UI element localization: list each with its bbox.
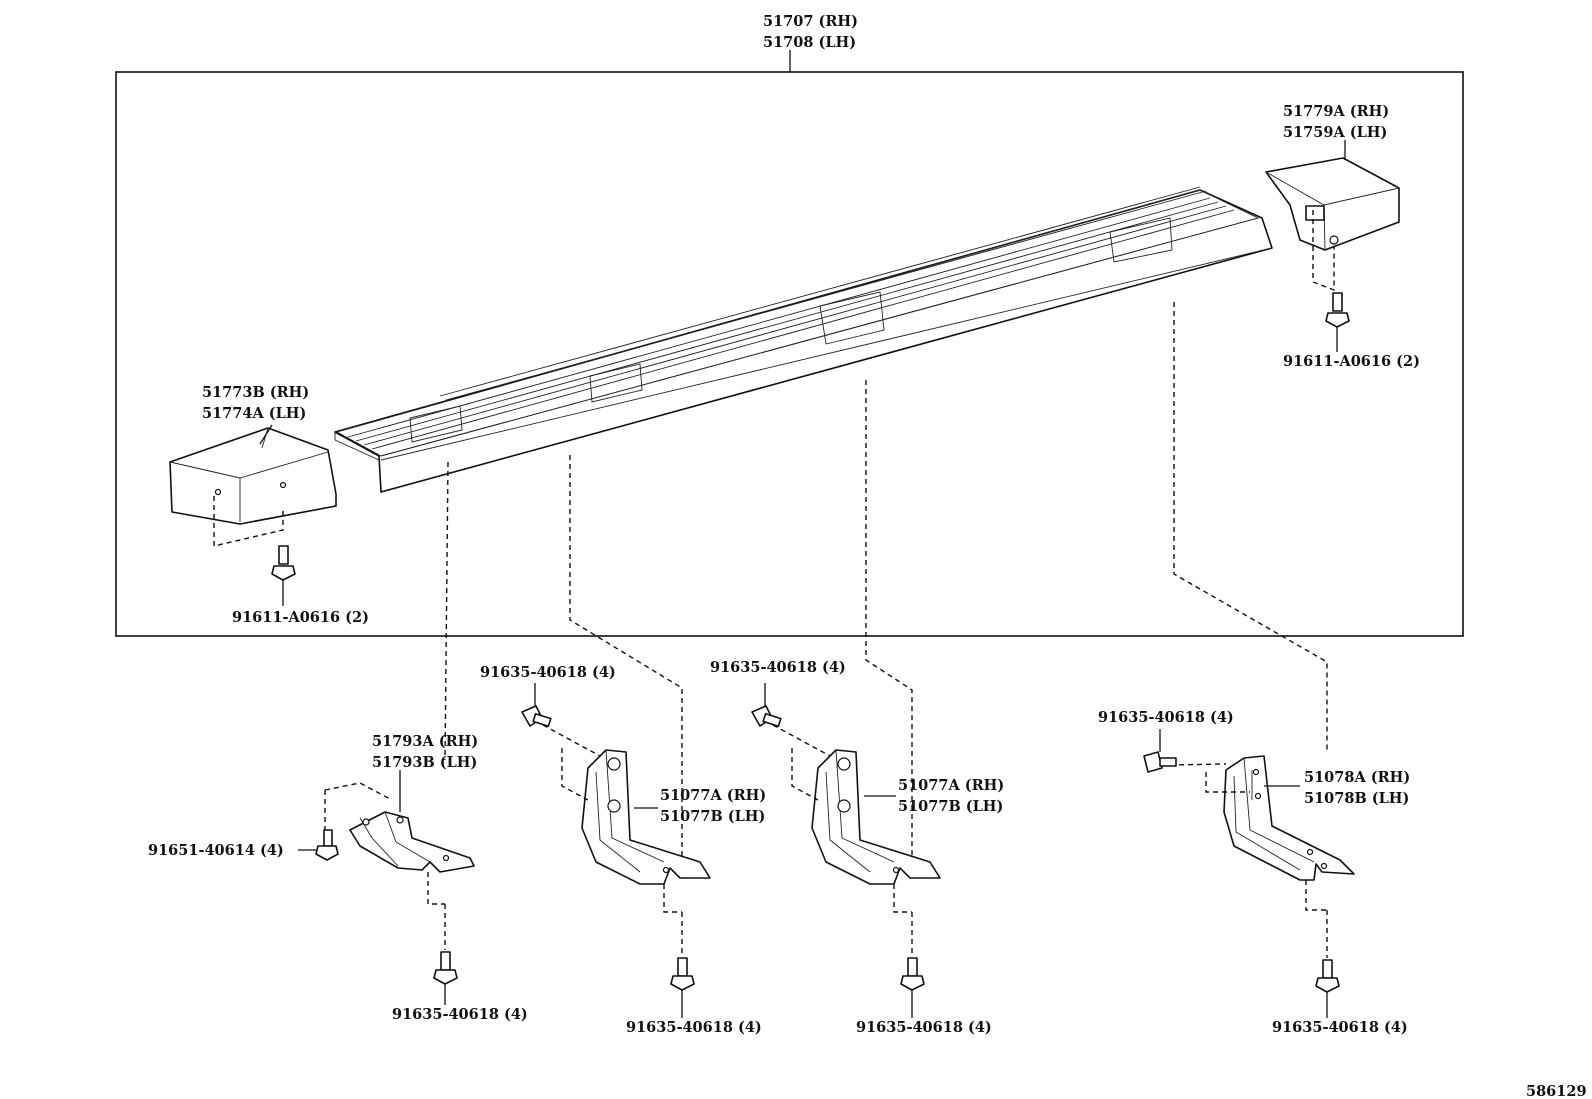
front-bracket-lower-bolt[interactable] — [433, 951, 458, 985]
rear-bracket-label-rh: 51078A (RH) — [1304, 769, 1410, 786]
middle-bracket-1-side-bolt[interactable] — [521, 705, 552, 728]
rear-bracket-lower-bolt[interactable] — [1315, 959, 1340, 993]
front-cap-screw-label: 91611-A0616 (2) — [232, 609, 369, 626]
front-bracket-label-rh: 51793A (RH) — [372, 733, 478, 750]
front-end-cap[interactable] — [169, 427, 337, 525]
step-board-label-lh: 51708 (LH) — [763, 34, 856, 51]
illustration-number: 586129 — [1526, 1083, 1587, 1099]
front-cap-label-rh: 51773B (RH) — [202, 384, 309, 401]
middle-bracket-2-label-rh: 51077A (RH) — [898, 777, 1004, 794]
step-board-label-rh: 51707 (RH) — [763, 13, 858, 30]
middle-bracket-1[interactable] — [581, 749, 711, 885]
middle-bracket-1-lower-bolt[interactable] — [670, 957, 695, 991]
rear-cap-label-rh: 51779A (RH) — [1283, 103, 1389, 120]
rear-end-cap[interactable] — [1265, 157, 1400, 251]
rear-bracket-lower-bolt-label: 91635-40618 (4) — [1272, 1019, 1408, 1036]
front-bracket[interactable] — [349, 811, 475, 873]
front-bracket-bolt[interactable] — [315, 829, 339, 861]
middle-bracket-2-lower-bolt[interactable] — [900, 957, 925, 991]
front-bracket-bolt-label: 91651-40614 (4) — [148, 842, 284, 859]
middle-bracket-2-label-lh: 51077B (LH) — [898, 798, 1003, 815]
middle-bracket-2-lower-bolt-label: 91635-40618 (4) — [856, 1019, 992, 1036]
rear-bracket-label-lh: 51078B (LH) — [1304, 790, 1409, 807]
rear-cap-label-lh: 51759A (LH) — [1283, 124, 1387, 141]
middle-bracket-1-side-bolt-label: 91635-40618 (4) — [480, 664, 616, 681]
middle-bracket-2-side-bolt-label: 91635-40618 (4) — [710, 659, 846, 676]
middle-bracket-1-label-rh: 51077A (RH) — [660, 787, 766, 804]
middle-bracket-1-lower-bolt-label: 91635-40618 (4) — [626, 1019, 762, 1036]
middle-bracket-2-side-bolt[interactable] — [751, 705, 782, 728]
rear-bracket[interactable] — [1223, 755, 1355, 881]
rear-cap-screw[interactable] — [1325, 292, 1350, 328]
front-bracket-label-lh: 51793B (LH) — [372, 754, 477, 771]
middle-bracket-2[interactable] — [811, 749, 941, 885]
front-bracket-lower-bolt-label: 91635-40618 (4) — [392, 1006, 528, 1023]
front-cap-label-lh: 51774A (LH) — [202, 405, 306, 422]
rear-bracket-side-bolt-label: 91635-40618 (4) — [1098, 709, 1234, 726]
front-cap-screw[interactable] — [271, 545, 296, 581]
step-board[interactable] — [334, 186, 1273, 493]
rear-bracket-side-bolt[interactable] — [1143, 751, 1177, 773]
rear-cap-screw-label: 91611-A0616 (2) — [1283, 353, 1420, 370]
middle-bracket-1-label-lh: 51077B (LH) — [660, 808, 765, 825]
